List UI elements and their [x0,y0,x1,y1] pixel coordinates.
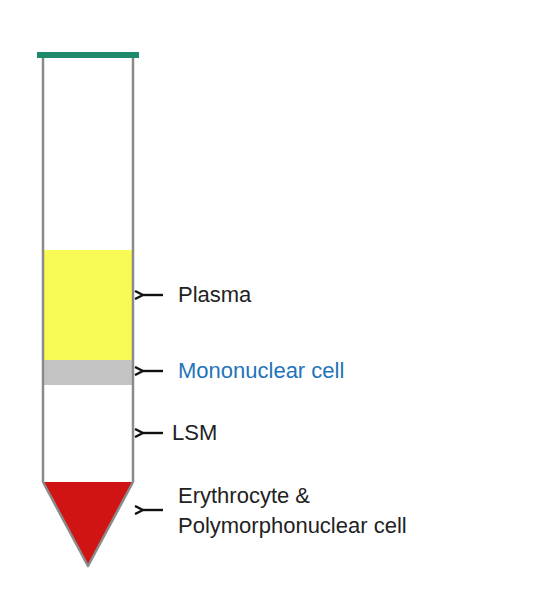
mononuclear-layer [43,360,133,385]
pointer-arrow [143,370,163,372]
tube-tip [43,482,133,566]
pointer-arrows [143,295,163,510]
tube-wall [42,57,45,482]
pointer-arrow [143,294,163,296]
layer-label: Plasma [178,280,251,310]
layer-label: LSM [172,418,217,448]
layer-label: Erythrocyte & Polymorphonuclear cell [178,481,440,541]
plasma-layer [43,250,133,360]
pointer-arrow [143,432,163,434]
pellet-layer [43,482,133,566]
tube-wall [132,57,135,482]
pointer-arrow [143,509,163,511]
tube-cap [37,52,139,58]
layer-label: Mononuclear cell [178,356,344,386]
